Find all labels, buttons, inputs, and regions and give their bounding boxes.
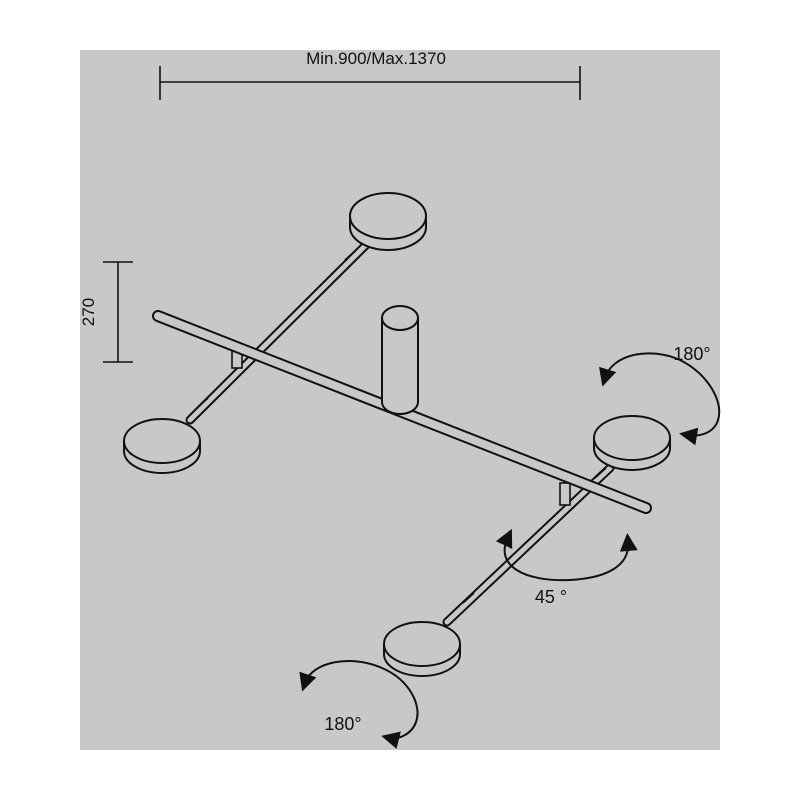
width-dimension: Min.900/Max.1370 [159,49,581,100]
rotation-label-top-right: 180° [673,344,710,364]
rotation-label-bottom-left: 180° [324,714,361,734]
height-dimension: 270 [79,261,133,363]
height-dimension-label: 270 [79,298,98,326]
width-dimension-label: Min.900/Max.1370 [306,49,446,68]
lamp-head-bottom-left [123,418,201,474]
lamp-head-right [593,415,671,471]
lamp-head-top-left [349,192,427,251]
ceiling-canopy [381,305,419,415]
lamp-head-bottom-right [383,621,461,677]
rotation-label-swing: 45 ° [535,587,567,607]
rotation-arrow-swing: 45 ° [495,528,638,607]
rotation-arrow-top-right: 180° [599,344,721,446]
rotation-arrow-bottom-left: 180° [299,660,419,749]
